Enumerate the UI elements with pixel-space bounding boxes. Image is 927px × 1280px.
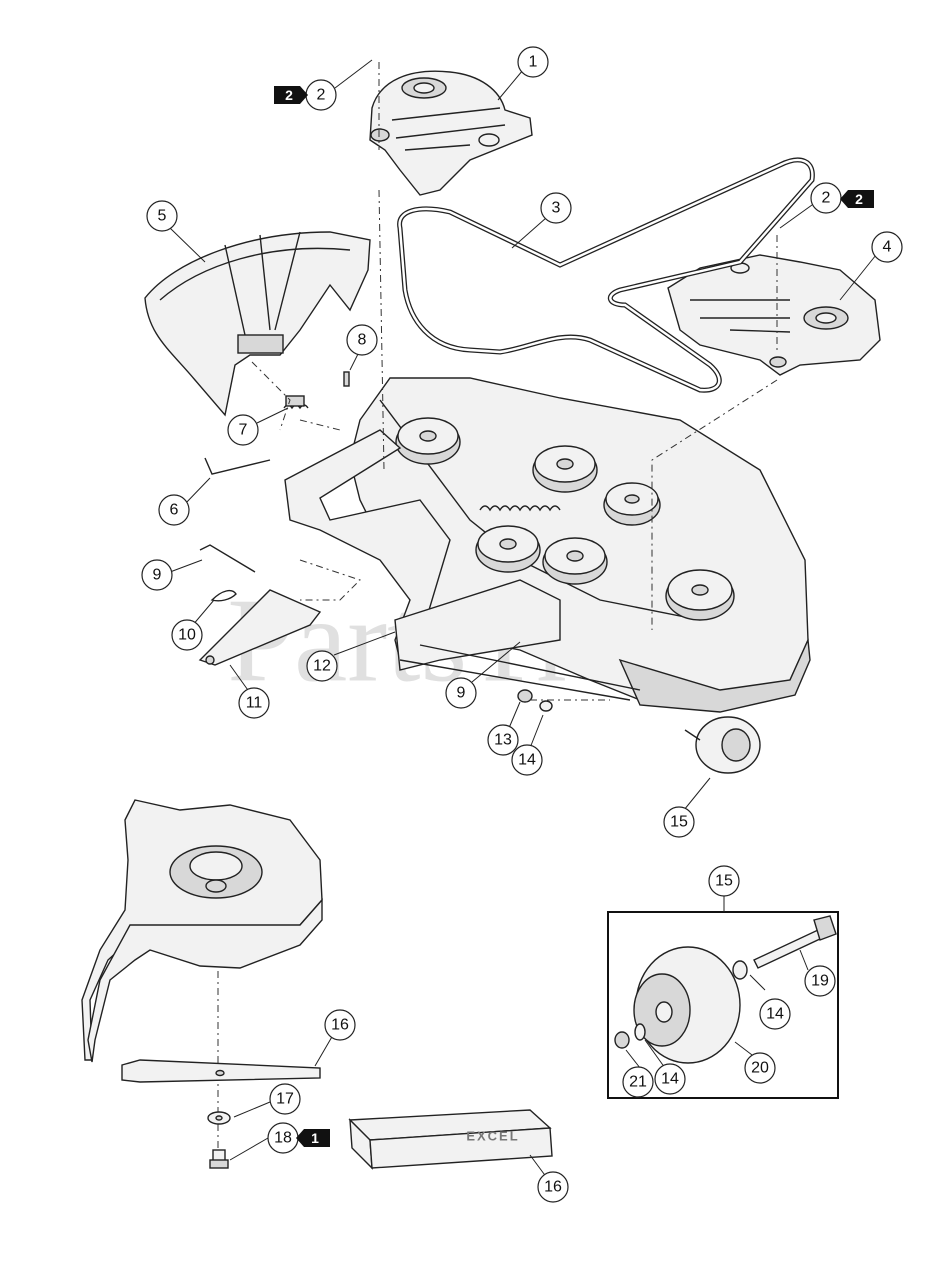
pulley-3[interactable] [603, 482, 661, 526]
svg-text:16: 16 [544, 1179, 562, 1196]
svg-text:9: 9 [457, 685, 466, 702]
svg-text:14: 14 [661, 1071, 679, 1088]
callout-10: 10 [171, 619, 203, 651]
callout-1: 1 [517, 46, 549, 78]
part-3-drive-belt[interactable] [397, 157, 815, 393]
callout-13: 13 [487, 724, 519, 756]
pulley-2[interactable] [532, 445, 598, 493]
svg-text:2: 2 [285, 87, 293, 103]
callout-21: 21 [622, 1066, 654, 1098]
svg-text:21: 21 [629, 1074, 647, 1091]
part-7-chute-spring[interactable] [283, 395, 309, 410]
svg-text:17: 17 [276, 1091, 294, 1108]
svg-text:14: 14 [766, 1006, 784, 1023]
part-16-blade[interactable] [121, 1059, 321, 1083]
svg-text:10: 10 [178, 627, 196, 644]
callout-12: 12 [306, 650, 338, 682]
part-14-washer-b[interactable] [732, 960, 748, 980]
svg-text:15: 15 [715, 873, 733, 890]
tag-qty-2a: 2 [274, 86, 308, 104]
callout-5: 5 [146, 200, 178, 232]
callout-18: 18 [267, 1122, 299, 1154]
callout-14b: 14 [759, 998, 791, 1030]
svg-text:12: 12 [313, 658, 331, 675]
svg-text:2: 2 [822, 190, 831, 207]
svg-text:18: 18 [274, 1130, 292, 1147]
svg-text:2: 2 [317, 87, 326, 104]
part-19-axle-bolt[interactable] [753, 915, 837, 969]
svg-text:11: 11 [246, 695, 263, 712]
idler-tension-spring[interactable] [479, 505, 561, 512]
svg-text:13: 13 [494, 732, 512, 749]
callout-15b: 15 [708, 865, 740, 897]
callout-7: 7 [227, 414, 259, 446]
callout-19: 19 [804, 965, 836, 997]
blade-housing-detail[interactable] [81, 799, 323, 1063]
part-13-nut[interactable] [517, 689, 533, 703]
part-8-pin[interactable] [343, 371, 350, 387]
part-11-lift-arm[interactable] [198, 589, 322, 666]
svg-text:1: 1 [529, 54, 538, 71]
part-14-washer-c[interactable] [634, 1023, 646, 1041]
callout-4: 4 [871, 231, 903, 263]
svg-text:19: 19 [811, 973, 829, 990]
callout-11: 11 [238, 687, 270, 719]
callout-16a: 16 [324, 1009, 356, 1041]
svg-text:3: 3 [552, 200, 561, 217]
svg-text:16: 16 [331, 1017, 349, 1034]
svg-text:7: 7 [239, 422, 248, 439]
callout-20: 20 [744, 1052, 776, 1084]
part-6-chute-rod[interactable] [204, 457, 271, 475]
callout-3: 3 [540, 192, 572, 224]
callout-16b: 16 [537, 1171, 569, 1203]
part-16-blade-package[interactable]: EXCEL [348, 1109, 553, 1170]
callout-9b: 9 [445, 677, 477, 709]
callout-2a: 2 [305, 79, 337, 111]
tag-qty-2b: 2 [840, 190, 874, 208]
part-17-blade-washer[interactable] [207, 1111, 231, 1125]
part-12-hitch-frame[interactable] [284, 429, 641, 701]
part-9-hitch-pin-left[interactable] [199, 544, 256, 573]
svg-text:15: 15 [670, 814, 688, 831]
callout-2b: 2 [810, 182, 842, 214]
pulley-1[interactable] [395, 417, 461, 465]
pulley-4[interactable] [475, 525, 541, 573]
svg-text:5: 5 [158, 208, 167, 225]
part-4-belt-cover-right[interactable] [667, 254, 881, 376]
svg-text:6: 6 [170, 502, 179, 519]
part-20-wheel[interactable] [633, 946, 741, 1064]
svg-text:20: 20 [751, 1060, 769, 1077]
pulley-5[interactable] [542, 537, 608, 585]
svg-text:2: 2 [855, 191, 863, 207]
callout-14a: 14 [511, 744, 543, 776]
part-21-nut[interactable] [614, 1031, 630, 1049]
part-1-belt-cover-left[interactable] [369, 70, 533, 196]
svg-text:4: 4 [883, 239, 892, 256]
part-15-anti-scalp-wheel[interactable] [684, 716, 761, 774]
svg-text:1: 1 [311, 1130, 319, 1146]
part-18-blade-bolt[interactable] [209, 1149, 229, 1169]
blade-package-brand-label: EXCEL [466, 1129, 519, 1144]
leader-lines [169, 59, 877, 1179]
callout-15a: 15 [663, 806, 695, 838]
svg-text:9: 9 [153, 567, 162, 584]
callout-9a: 9 [141, 559, 173, 591]
callout-8: 8 [346, 324, 378, 356]
part-5-discharge-chute[interactable] [144, 231, 371, 417]
part-10-clip[interactable] [210, 589, 237, 602]
callout-14c: 14 [654, 1063, 686, 1095]
callout-6: 6 [158, 494, 190, 526]
pulley-6[interactable] [665, 569, 735, 621]
tag-qty-18: 1 [296, 1129, 330, 1147]
callout-17: 17 [269, 1083, 301, 1115]
svg-text:8: 8 [358, 332, 367, 349]
svg-text:14: 14 [518, 752, 536, 769]
part-14-washer[interactable] [539, 700, 553, 712]
